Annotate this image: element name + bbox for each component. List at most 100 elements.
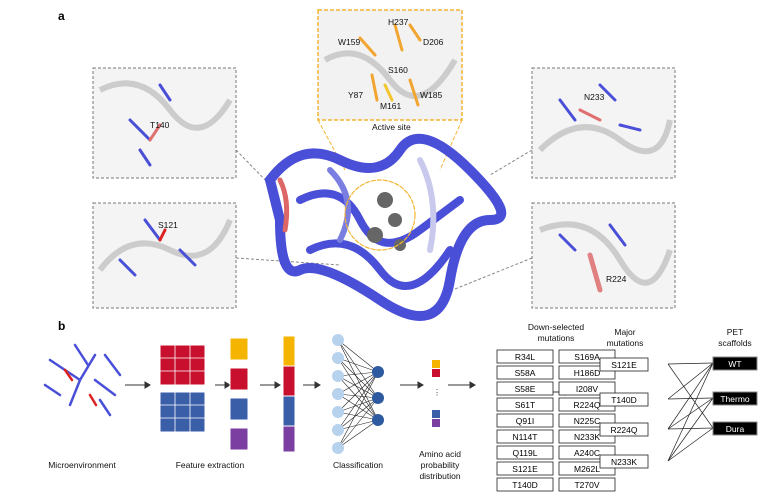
feature-cubes	[159, 335, 296, 453]
nn-edge	[337, 419, 379, 449]
nn-edge	[337, 375, 379, 421]
scaffolds-title-2: scaffolds	[718, 338, 751, 348]
major-mutation-label: N233K	[611, 457, 637, 467]
residue-w185: W185	[420, 90, 442, 100]
nn-edge	[337, 375, 379, 399]
nn-input-node	[332, 424, 344, 436]
inset-bottom-right	[531, 202, 676, 309]
major-mutation-label: R224Q	[611, 425, 638, 435]
label-microenvironment: Microenvironment	[48, 460, 116, 470]
mutation-label: S61T	[515, 400, 535, 410]
link-line	[667, 397, 714, 400]
major-mutation-box	[599, 357, 649, 372]
panel-a-label: a	[58, 9, 65, 23]
nn-output-node	[372, 414, 384, 426]
nn-edge	[337, 411, 379, 421]
nn-edge	[337, 397, 379, 413]
nn-edge	[337, 339, 379, 421]
mutation-cell	[496, 413, 554, 428]
major-mutation-box	[599, 422, 649, 437]
down-selected-title-2: mutations	[538, 333, 575, 343]
nn-output-node	[372, 392, 384, 404]
mutation-cell	[496, 397, 554, 412]
link-line	[667, 362, 714, 462]
link-line	[667, 397, 714, 462]
mutation-label: R224Q	[574, 400, 601, 410]
mutation-label: H186D	[574, 368, 600, 378]
scaffolds-title-1: PET	[727, 327, 744, 337]
mutation-label: A240C	[574, 448, 600, 458]
nn-edge	[337, 371, 379, 449]
protein-structure	[264, 133, 507, 321]
mutation-label: S121E	[512, 464, 538, 474]
residue-y87: Y87	[348, 90, 363, 100]
mutation-label: S169A	[574, 352, 600, 362]
probability-distribution: ⋮	[432, 360, 441, 427]
panel-b-label: b	[58, 319, 65, 333]
inset-label-n233: N233	[584, 92, 605, 102]
mutation-label: I208V	[576, 384, 599, 394]
inset-label-r224: R224	[606, 274, 627, 284]
link-line	[667, 362, 714, 400]
mutation-cell	[558, 381, 616, 396]
major-title-2: mutations	[607, 338, 644, 348]
nn-edge	[337, 393, 379, 399]
mutation-cell	[496, 477, 554, 492]
residue-h237: H237	[388, 17, 409, 27]
neural-network	[332, 334, 384, 454]
scaffold-label: Thermo	[720, 394, 750, 404]
nn-output-node	[372, 366, 384, 378]
inset-label-t140: T140	[150, 120, 170, 130]
label-feature-extraction: Feature extraction	[176, 460, 245, 470]
major-mutation-label: S121E	[611, 360, 637, 370]
mutation-cell	[496, 445, 554, 460]
residue-w159: W159	[338, 37, 360, 47]
link-line	[667, 362, 714, 365]
scaffold-label: Dura	[726, 424, 745, 434]
scaffold-box	[712, 356, 758, 371]
active-site-title: Active site	[372, 122, 411, 132]
mutation-cell	[496, 349, 554, 364]
nn-edge	[337, 419, 379, 431]
mutation-cell	[496, 461, 554, 476]
mutation-label: N225C	[574, 416, 600, 426]
mutation-cell	[496, 365, 554, 380]
mutation-cell	[496, 381, 554, 396]
mutation-label: M262L	[574, 464, 600, 474]
mutation-label: S58A	[515, 368, 536, 378]
inset-top-right	[531, 67, 676, 179]
nn-edge	[337, 397, 379, 431]
mutation-label: N114T	[513, 432, 538, 442]
nn-input-node	[332, 370, 344, 382]
link-line	[667, 427, 714, 430]
nn-edge	[337, 357, 379, 399]
mutation-cell	[496, 429, 554, 444]
nn-edge	[337, 339, 379, 399]
inset-label-s121: S121	[158, 220, 178, 230]
nn-input-node	[332, 442, 344, 454]
link-line	[667, 362, 714, 430]
link-line	[667, 427, 714, 462]
mutation-scaffold-links	[667, 362, 714, 462]
nn-input-node	[332, 352, 344, 364]
nn-input-node	[332, 334, 344, 346]
mutation-label: T140D	[512, 480, 538, 490]
inset-active-site	[317, 9, 463, 121]
residue-m161: M161	[380, 101, 402, 111]
svg-text:⋮: ⋮	[433, 388, 441, 397]
mutation-label: T270V	[574, 480, 599, 490]
microenvironment-graphic	[43, 343, 122, 417]
major-title-1: Major	[614, 327, 635, 337]
mutation-label: Q119L	[513, 448, 538, 458]
nn-input-node	[332, 388, 344, 400]
scaffold-label: WT	[728, 359, 741, 369]
label-distribution-2: probability	[421, 460, 460, 470]
nn-input-node	[332, 406, 344, 418]
nn-edge	[337, 357, 379, 421]
scaffold-box	[712, 421, 758, 436]
